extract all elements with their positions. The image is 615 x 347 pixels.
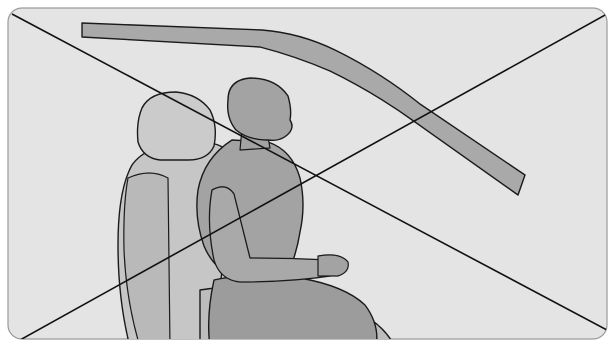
- occupant-hand: [318, 255, 348, 276]
